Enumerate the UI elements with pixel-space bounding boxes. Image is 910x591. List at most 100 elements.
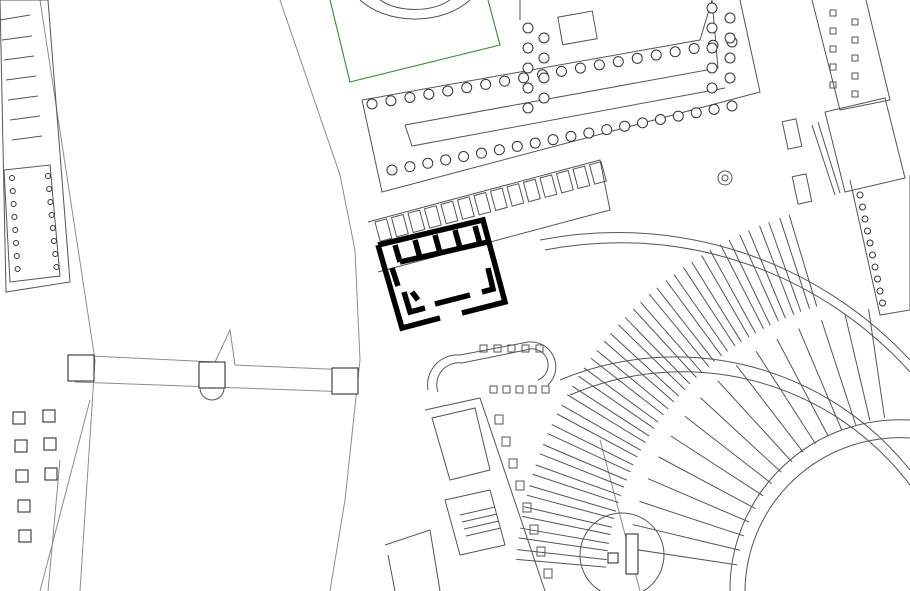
temple-column — [869, 251, 876, 259]
seating-wedge — [821, 319, 857, 425]
highlighted-building[interactable] — [375, 216, 509, 332]
complex-cell — [515, 480, 525, 491]
shop-cell — [473, 191, 492, 216]
portico-column — [499, 75, 511, 87]
portico-column — [404, 161, 416, 173]
garden-precinct — [329, 0, 501, 83]
temple-column — [53, 264, 60, 270]
portico-column — [724, 72, 736, 84]
complex-cell — [515, 385, 524, 394]
complex-cell — [494, 414, 504, 425]
seating-wedge — [700, 397, 782, 473]
shop-cell — [572, 165, 591, 190]
complex-cell — [501, 436, 511, 447]
temple-cell — [851, 54, 859, 62]
seating-wedge — [735, 364, 804, 453]
portico-column — [724, 52, 736, 64]
seating-wedge — [583, 367, 659, 423]
seating-wedge — [647, 478, 750, 523]
portico-column — [529, 137, 541, 149]
seating-wedge — [518, 537, 608, 552]
shop-cell — [423, 205, 442, 229]
seating-wedge — [673, 274, 729, 352]
portico-column — [386, 164, 398, 176]
west-blocks — [12, 409, 58, 543]
seating-wedge — [566, 394, 646, 443]
seating-wedge — [603, 340, 675, 403]
portico-column — [461, 82, 473, 94]
complex-cell — [493, 344, 502, 353]
seating-wedge — [517, 549, 607, 561]
temple-cell — [829, 81, 837, 89]
temple-column — [45, 173, 51, 179]
portico-column — [538, 72, 550, 84]
seating-wedge — [684, 415, 773, 485]
seating-wedge — [526, 494, 615, 519]
temple-cell — [829, 63, 837, 71]
shop-cell — [390, 213, 409, 238]
portico-column — [706, 62, 718, 74]
portico-column — [574, 62, 586, 74]
seating-wedge — [542, 444, 627, 481]
seating-wedge — [701, 255, 750, 338]
seating-wedge — [868, 308, 886, 418]
seating-wedge — [516, 558, 607, 568]
seating-wedge — [748, 230, 786, 319]
portico-column — [475, 147, 487, 159]
seating-wedge — [719, 244, 765, 330]
portico-column — [583, 127, 595, 139]
roads — [39, 0, 641, 591]
temple-column — [10, 201, 17, 207]
complex-cell — [522, 502, 532, 513]
temple-column — [874, 275, 881, 283]
portico-column — [690, 107, 702, 119]
complex-cell — [479, 344, 488, 353]
seating-wedge — [691, 261, 742, 343]
temple-column — [866, 239, 874, 247]
seating-wedge — [640, 301, 703, 373]
temple-cell — [829, 45, 837, 53]
temple-column — [11, 214, 18, 220]
portico-column — [565, 130, 577, 142]
seating-wedge — [539, 453, 625, 488]
seating-wedge — [788, 214, 818, 307]
temple-column — [51, 238, 57, 244]
portico-column — [706, 22, 718, 34]
portico-column — [637, 117, 649, 129]
portico-colonnade — [361, 0, 761, 193]
temple-column — [9, 175, 15, 181]
seating-wedge — [610, 333, 680, 397]
portico-column — [631, 52, 643, 64]
seating-wedge — [656, 287, 715, 362]
seating-wedge — [561, 404, 642, 451]
seating-wedge — [590, 357, 664, 416]
portico-column — [480, 78, 492, 90]
seating-wedge — [759, 225, 795, 315]
portico-column — [518, 72, 530, 84]
temple-column — [14, 266, 21, 272]
temple-cell — [851, 36, 859, 44]
seating-wedge — [571, 385, 650, 437]
seating-wedge — [617, 324, 686, 390]
seating-wedge — [739, 234, 779, 322]
seating-wedge — [519, 527, 609, 544]
temple-cell — [851, 18, 859, 26]
portico-column — [522, 42, 534, 54]
temple-cell — [851, 90, 859, 98]
portico-column — [601, 124, 613, 136]
complex-cell — [521, 344, 530, 353]
seating-wedge — [776, 338, 829, 437]
amphitheater — [516, 214, 910, 591]
temple-column — [12, 227, 19, 233]
portico-column — [706, 82, 718, 94]
complex-cell — [507, 344, 516, 353]
shop-cell — [456, 196, 475, 220]
portico-column — [724, 32, 736, 44]
seating-wedge — [556, 413, 638, 458]
temple-column — [859, 203, 866, 211]
seating-wedge — [658, 456, 756, 510]
seating-wedge — [523, 506, 613, 528]
complex-cell — [489, 385, 498, 394]
seating-wedge — [670, 435, 764, 497]
